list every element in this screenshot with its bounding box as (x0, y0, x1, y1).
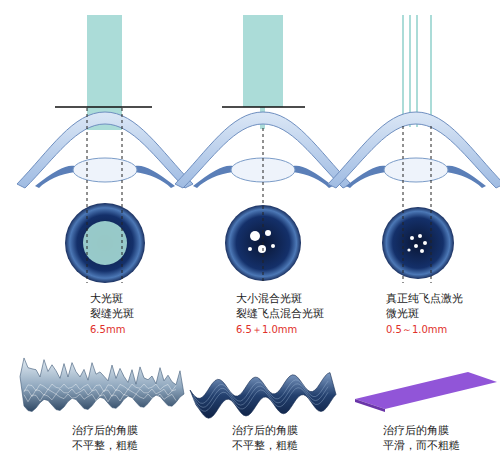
spot-size: 6.5＋1.0mm (236, 323, 297, 337)
wave-stripe (193, 380, 328, 403)
mixed-spot (265, 230, 271, 236)
guide-line (122, 108, 123, 283)
cornea (328, 112, 500, 188)
wavy-surface (190, 373, 336, 419)
guide-line (431, 126, 432, 283)
micro-spot (410, 236, 414, 240)
spot-type: 大光斑 (90, 292, 123, 306)
eye-section (17, 112, 193, 188)
micro-spot (418, 234, 422, 238)
aperture-line (222, 106, 305, 108)
spot-type: 裂缝飞点混合光斑 (236, 307, 324, 321)
iris-view (382, 207, 454, 279)
laser-beam (402, 15, 404, 127)
eye-section (328, 112, 500, 188)
micro-spot (407, 248, 410, 251)
eye-sections (17, 112, 500, 188)
result-note: 平滑，而不粗糙 (383, 439, 460, 453)
mixed-spot (250, 231, 260, 241)
cornea-surfaces (20, 358, 497, 418)
rough-ridge (24, 394, 176, 402)
iris-view (65, 203, 145, 283)
apertures (55, 107, 305, 108)
guide-lines (87, 108, 431, 283)
guide-line (87, 108, 88, 283)
mixed-spot (271, 244, 275, 248)
iris-part (446, 166, 486, 188)
aperture-line (55, 106, 152, 108)
spot-type: 大小混合光斑 (236, 292, 302, 306)
spot-views (65, 203, 454, 283)
spot-type: 真正纯飞点激光 (386, 292, 463, 306)
result-note: 治疗后的角膜 (383, 424, 449, 438)
laser-beam (416, 15, 418, 127)
spot-type: 裂缝光斑 (90, 307, 134, 321)
wave-stripe (193, 388, 328, 411)
large-spot (83, 221, 127, 265)
result-note: 不平整，粗糙 (72, 439, 138, 453)
smooth-surface (355, 372, 497, 409)
micro-spot (420, 249, 424, 253)
guide-line (403, 126, 404, 283)
wave-stripe (193, 384, 328, 408)
rough-surface (20, 358, 184, 412)
mixed-spot (248, 247, 252, 251)
laser-beam (409, 15, 411, 127)
lens (384, 158, 448, 182)
laser-beam (243, 15, 283, 107)
smooth-surface (355, 399, 385, 412)
iris-part (35, 166, 75, 188)
spot-size: 6.5mm (90, 323, 125, 337)
guide-line (263, 128, 264, 283)
result-note: 治疗后的角膜 (232, 424, 298, 438)
laser-beam (430, 15, 432, 127)
iris-part (293, 166, 333, 188)
micro-spot (423, 241, 427, 245)
micro-spot (414, 244, 418, 248)
cornea (17, 112, 193, 188)
lens (73, 158, 137, 182)
spot-type: 微光斑 (386, 307, 419, 321)
mixed-spot (258, 245, 266, 253)
result-note: 治疗后的角膜 (72, 424, 138, 438)
result-note: 不平整，粗糙 (232, 439, 298, 453)
iris-part (193, 166, 233, 188)
spot-size: 0.5～1.0mm (386, 323, 447, 337)
iris-part (135, 166, 175, 188)
iris-part (346, 166, 386, 188)
